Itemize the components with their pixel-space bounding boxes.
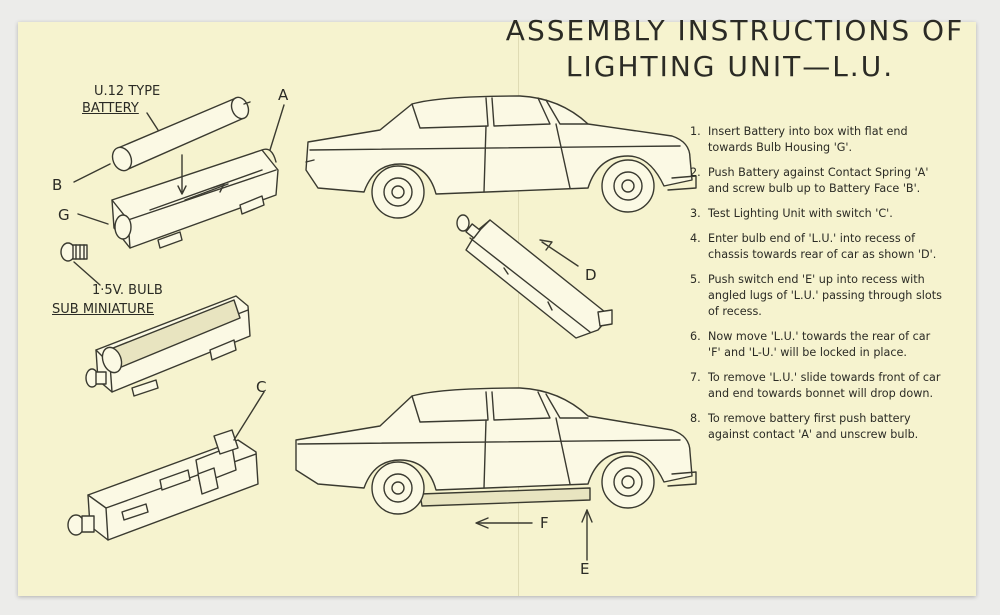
battery-box-drawing (111, 148, 279, 249)
title-line-2: LIGHTING UNIT—L.U. (565, 50, 895, 83)
step-number: 5. (690, 273, 701, 286)
car-bottom-drawing (295, 387, 697, 515)
label-f: F (540, 514, 549, 532)
step-text: To remove 'L.U.' slide towards front of … (708, 371, 941, 400)
sheet-fold (518, 22, 519, 596)
sub-miniature-label: SUB MINIATURE (52, 302, 155, 317)
step-8: 8. To remove battery first push battery a… (690, 411, 942, 443)
label-e: E (580, 560, 590, 578)
step-text: Now move 'L.U.' towards the rear of car … (708, 330, 931, 359)
assembled-unit-drawing (85, 295, 251, 397)
step-number: 8. (690, 412, 701, 425)
step-number: 3. (690, 207, 701, 220)
battery-drawing (111, 96, 251, 172)
step-text: Test Lighting Unit with switch 'C'. (708, 207, 893, 220)
step-7: 7. To remove 'L.U.' slide towards front o… (690, 370, 942, 402)
unit-d-drawing (456, 214, 613, 339)
step-4: 4. Enter bulb end of 'L.U.' into recess o… (690, 231, 942, 263)
step-text: Push Battery against Contact Spring 'A' … (708, 166, 929, 195)
step-number: 4. (690, 232, 701, 245)
label-g: G (58, 206, 70, 224)
label-b: B (52, 176, 63, 194)
step-text: To remove battery first push battery aga… (708, 412, 919, 441)
step-3: 3. Test Lighting Unit with switch 'C'. (690, 206, 942, 222)
step-1: 1. Insert Battery into box with flat end … (690, 124, 942, 156)
label-c: C (256, 378, 267, 396)
step-2: 2. Push Battery against Contact Spring 'A… (690, 165, 942, 197)
step-6: 6. Now move 'L.U.' towards the rear of ca… (690, 329, 942, 361)
step-text: Enter bulb end of 'L.U.' into recess of … (708, 232, 937, 261)
step-number: 2. (690, 166, 701, 179)
step-text: Push switch end 'E' up into recess with … (708, 273, 942, 318)
title-line-1: ASSEMBLY INSTRUCTIONS OF (505, 14, 965, 47)
step-number: 7. (690, 371, 701, 384)
bulb-drawing (60, 242, 88, 262)
step-number: 1. (690, 125, 701, 138)
bulb-label: 1·5V. BULB (92, 283, 163, 298)
battery-label: BATTERY (82, 101, 139, 116)
label-a: A (278, 86, 289, 104)
car-top-drawing (305, 95, 697, 219)
step-number: 6. (690, 330, 701, 343)
step-5: 5. Push switch end 'E' up into recess wit… (690, 272, 942, 320)
step-text: Insert Battery into box with flat end to… (708, 125, 908, 154)
switch-side-drawing (67, 429, 259, 541)
battery-type-label: U.12 TYPE (94, 84, 161, 99)
instruction-steps: 1. Insert Battery into box with flat end … (690, 124, 942, 452)
label-d: D (585, 266, 597, 284)
